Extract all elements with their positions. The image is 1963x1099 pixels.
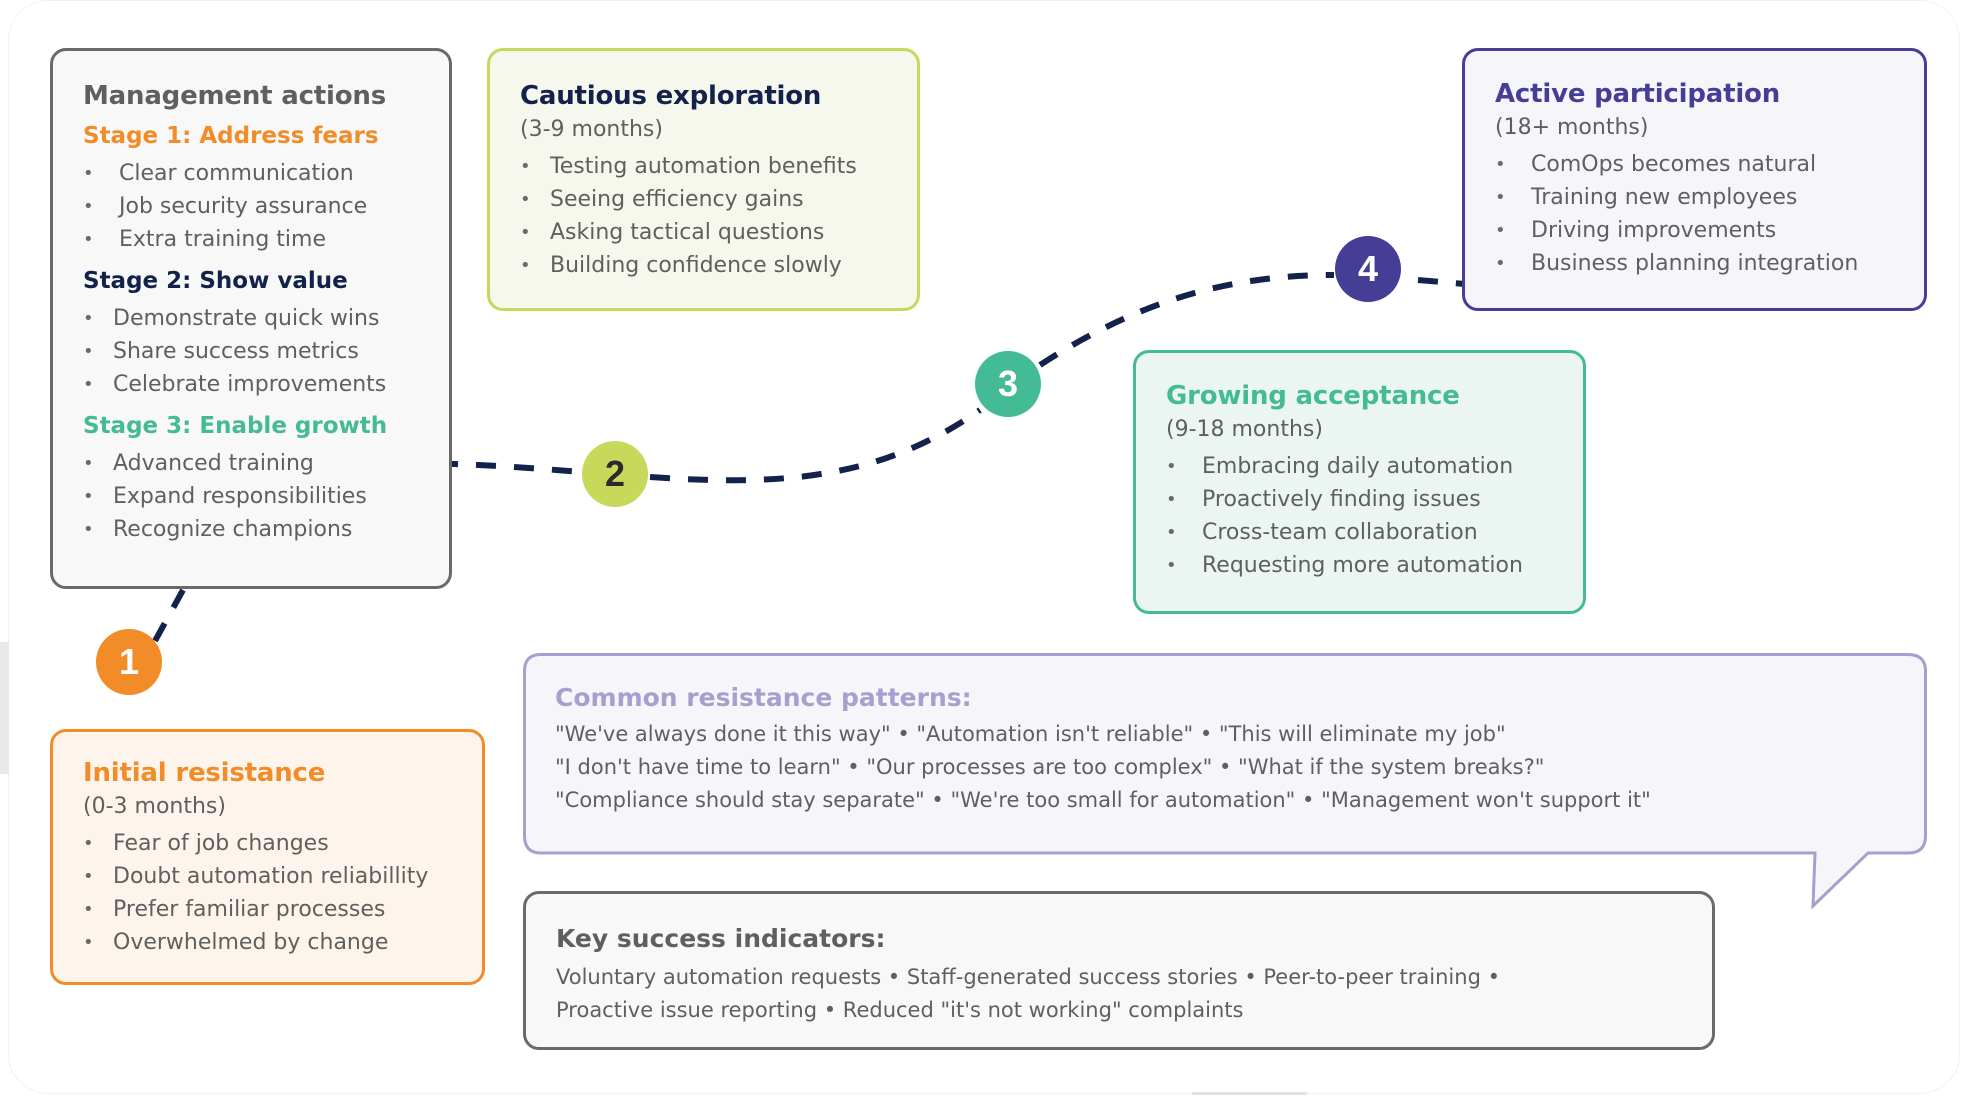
list-item: •Recognize champions [83, 513, 419, 546]
journey-path-segment-mgmt-to-1 [147, 588, 186, 652]
phase-period: (18+ months) [1495, 115, 1649, 140]
phase-title: Initial resistance [83, 758, 326, 788]
resistance-quotes: "We've always done it this way" • "Autom… [555, 718, 1651, 817]
bullet-icon: • [83, 899, 94, 920]
bullet-icon: • [83, 932, 94, 953]
bullet-icon: • [83, 486, 94, 507]
phase-title: Growing acceptance [1166, 381, 1460, 411]
phase-period: (3-9 months) [520, 117, 663, 142]
list-item: •Advanced training [83, 447, 419, 480]
bullet-icon: • [1495, 154, 1506, 175]
journey-path-segment-2-to-3 [649, 407, 982, 484]
bullet-icon: • [1166, 456, 1177, 477]
resistance-line: "I don't have time to learn" • "Our proc… [555, 755, 1545, 779]
list-item: •Testing automation benefits [520, 150, 887, 183]
stage-2: Stage 2: Show value •Demonstrate quick w… [83, 268, 419, 401]
bullet-icon: • [83, 229, 94, 250]
step-2-badge: 2 [582, 441, 648, 507]
list-item: •Doubt automation reliabillity [83, 860, 452, 893]
list-item: •Asking tactical questions [520, 216, 887, 249]
list-item: •Proactively finding issues [1166, 483, 1553, 516]
list-item: •Overwhelmed by change [83, 926, 452, 959]
bullet-icon: • [1166, 489, 1177, 510]
management-actions-card: Management actions Stage 1: Address fear… [50, 48, 452, 589]
key-indicators-line: Voluntary automation requests • Staff-ge… [556, 965, 1500, 989]
journey-path-segment-4-to-active [1417, 277, 1466, 287]
bullet-icon: • [1495, 187, 1506, 208]
bullet-icon: • [83, 374, 94, 395]
bullet-icon: • [83, 833, 94, 854]
edge-strip [0, 642, 9, 774]
phase-period: (9-18 months) [1166, 417, 1323, 442]
bullet-icon: • [520, 222, 531, 243]
resistance-line: "We've always done it this way" • "Autom… [555, 722, 1506, 746]
key-indicators-line: Proactive issue reporting • Reduced "it'… [556, 998, 1244, 1022]
bullet-icon: • [83, 453, 94, 474]
management-title: Management actions [83, 81, 386, 111]
journey-path-segment-mgmt-to-2 [399, 460, 583, 475]
bullet-icon: • [83, 519, 94, 540]
bullet-icon: • [83, 308, 94, 329]
stage-3: Stage 3: Enable growth •Advanced trainin… [83, 413, 419, 546]
phase-title: Active participation [1495, 79, 1781, 109]
key-success-indicators-card: Key success indicators: Voluntary automa… [523, 891, 1715, 1050]
phase-card-growing-acceptance: Growing acceptance (9-18 months) •Embrac… [1133, 350, 1586, 614]
bullet-icon: • [83, 163, 94, 184]
stage-1-title: Stage 1: Address fears [83, 123, 379, 149]
step-4-badge: 4 [1335, 236, 1401, 302]
list-item: •Training new employees [1495, 181, 1894, 214]
list-item: •Expand responsibilities [83, 480, 419, 513]
list-item: •Building confidence slowly [520, 249, 887, 282]
list-item: •Cross-team collaboration [1166, 516, 1553, 549]
speech-bubble-shape [523, 653, 1927, 910]
resistance-line: "Compliance should stay separate" • "We'… [555, 788, 1651, 812]
step-1-badge: 1 [96, 629, 162, 695]
bullet-icon: • [83, 341, 94, 362]
stage-1: Stage 1: Address fears •Clear communicat… [83, 123, 419, 256]
bullet-icon: • [520, 189, 531, 210]
phase-card-initial-resistance: Initial resistance (0-3 months) •Fear of… [50, 729, 485, 985]
bullet-icon: • [1166, 555, 1177, 576]
resistance-patterns-callout: Common resistance patterns: "We've alway… [523, 653, 1927, 910]
bullet-icon: • [83, 866, 94, 887]
list-item: •Extra training time [83, 223, 419, 256]
list-item: •Fear of job changes [83, 827, 452, 860]
list-item: •Seeing efficiency gains [520, 183, 887, 216]
journey-path-segment-3-to-4 [1038, 272, 1335, 368]
list-item: •Business planning integration [1495, 247, 1894, 280]
stage-3-title: Stage 3: Enable growth [83, 413, 388, 439]
list-item: •Driving improvements [1495, 214, 1894, 247]
bullet-icon: • [520, 156, 531, 177]
list-item: •Clear communication [83, 157, 419, 190]
list-item: •Job security assurance [83, 190, 419, 223]
resistance-content: Common resistance patterns: "We've alway… [555, 683, 1651, 817]
list-item: •Requesting more automation [1166, 549, 1553, 582]
key-indicators-text: Voluntary automation requests • Staff-ge… [556, 961, 1682, 1027]
bullet-icon: • [1166, 522, 1177, 543]
resistance-title: Common resistance patterns: [555, 683, 972, 712]
bullet-icon: • [520, 255, 531, 276]
phase-title: Cautious exploration [520, 81, 822, 111]
list-item: •ComOps becomes natural [1495, 148, 1894, 181]
bullet-icon: • [1495, 253, 1506, 274]
list-item: •Share success metrics [83, 335, 419, 368]
list-item: •Celebrate improvements [83, 368, 419, 401]
list-item: •Prefer familiar processes [83, 893, 452, 926]
stage-2-title: Stage 2: Show value [83, 268, 348, 294]
list-item: •Embracing daily automation [1166, 450, 1553, 483]
step-3-badge: 3 [975, 351, 1041, 417]
phase-card-active-participation: Active participation (18+ months) •ComOp… [1462, 48, 1927, 311]
bottom-divider [1192, 1092, 1307, 1095]
key-indicators-title: Key success indicators: [556, 924, 886, 953]
phase-period: (0-3 months) [83, 794, 226, 819]
bullet-icon: • [83, 196, 94, 217]
list-item: •Demonstrate quick wins [83, 302, 419, 335]
bullet-icon: • [1495, 220, 1506, 241]
phase-card-cautious-exploration: Cautious exploration (3-9 months) •Testi… [487, 48, 920, 311]
